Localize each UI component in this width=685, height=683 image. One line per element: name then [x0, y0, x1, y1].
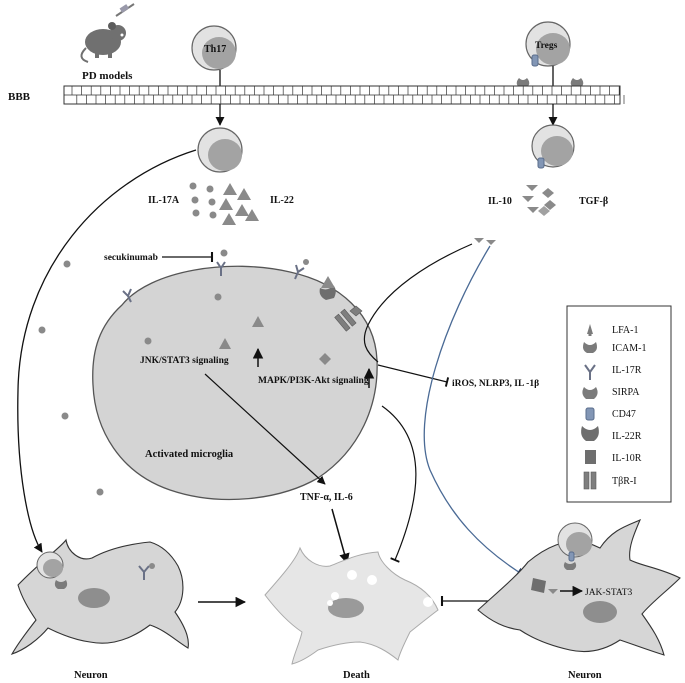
- il22-label: IL-22: [270, 195, 294, 206]
- microglia-molecules: [144, 293, 331, 365]
- il17a-label: IL-17A: [148, 195, 180, 206]
- il17r-neuron-icon: [138, 565, 150, 580]
- tbr1-receptor-icon: [334, 305, 363, 332]
- il17a-molecules: [189, 182, 217, 219]
- legend-label-lfa1: LFA-1: [612, 325, 638, 336]
- tgfb-molecules: [538, 188, 556, 216]
- tregs-cell: [525, 21, 571, 67]
- legend-icon-il10r-icon: [585, 450, 596, 464]
- tgfb-microglia-curve: [363, 243, 473, 363]
- th17-cell-brain: [197, 127, 243, 173]
- free-il17a-dots: [38, 260, 104, 496]
- activated-microglia-cell: [92, 265, 378, 501]
- tregs-on-neuron-right: [557, 522, 593, 570]
- th17-cell: [191, 25, 237, 71]
- il10-neuron-blue-curve: [423, 245, 526, 577]
- il10r-neuron-icon: [531, 578, 546, 593]
- blood-brain-barrier: [63, 85, 625, 105]
- legend-icon-cd47-icon: [585, 407, 595, 421]
- jak-stat3-label: JAK-STAT3: [585, 588, 633, 598]
- legend-label-tbr1: TβR-I: [612, 476, 637, 487]
- activated-microglia-label: Activated microglia: [145, 449, 234, 460]
- legend-icon-icam1-icon: [583, 342, 597, 353]
- legend-icon-sirpa-icon: [582, 387, 598, 399]
- tnf-il6-label: TNF-α, IL-6: [300, 492, 353, 503]
- legend-icon-il22r-icon: [581, 426, 599, 441]
- neuron-right-label: Neuron: [568, 670, 602, 681]
- neuron-left-nucleus: [78, 588, 110, 608]
- neuron-right-nucleus: [583, 601, 617, 623]
- ros-nlrp3-label: iROS, NLRP3, IL -1β: [452, 379, 539, 389]
- il22r-receptor-icon: [319, 276, 336, 300]
- legend-label-il22r: IL-22R: [612, 431, 642, 442]
- legend-box: LFA-1 ICAM-1 IL-17R SIRPA CD47 IL-22R IL…: [566, 305, 672, 503]
- il17a-neuron-dot: [149, 563, 155, 569]
- neuron-left-label: Neuron: [74, 670, 108, 681]
- mapk-pi3k-label: MAPK/PI3K-Akt signaling: [258, 376, 369, 386]
- ros-inhibition-line: [377, 364, 450, 387]
- legend-label-cd47: CD47: [612, 409, 636, 420]
- mapk-death-inhibition: [381, 405, 417, 563]
- jnk-to-tnf-arrow: [204, 373, 326, 485]
- il17r-receptor-icon: [122, 261, 305, 303]
- secukinumab-label: secukinumab: [104, 253, 158, 263]
- legend-label-sirpa: SIRPA: [612, 387, 640, 398]
- jnk-stat3-label: JNK/STAT3 signaling: [140, 356, 229, 366]
- tregs-label: Tregs: [535, 41, 558, 51]
- death-vacuoles: [327, 570, 433, 607]
- th17-to-neuron-arrow: [17, 149, 197, 553]
- legend-label-il17r: IL-17R: [612, 365, 642, 376]
- death-nucleus: [328, 598, 364, 618]
- il10-molecules-free: [474, 238, 496, 245]
- th17-label: Th17: [204, 44, 226, 55]
- legend-label-icam1: ICAM-1: [612, 343, 646, 354]
- il22-molecules: [219, 183, 259, 225]
- pd-models-label: PD models: [82, 70, 133, 82]
- th17-on-neuron-left: [36, 551, 68, 589]
- tregs-cell-brain: [531, 124, 575, 169]
- il17a-bound-dot-2: [303, 259, 309, 265]
- il10-neuron-molecule: [548, 589, 558, 594]
- legend-icon-il17r-icon: [584, 364, 596, 380]
- legend-label-il10r: IL-10R: [612, 453, 642, 464]
- pd-model-mouse-icon: [80, 3, 135, 63]
- legend-icon-tbr1-icon: [583, 471, 597, 490]
- il10-molecules: [522, 185, 539, 213]
- legend-icon-lfa1-icon: [587, 324, 593, 336]
- death-label: Death: [343, 670, 370, 681]
- il10-label: IL-10: [488, 196, 512, 207]
- tnf-to-death-arrow: [331, 508, 350, 565]
- tgfb-label: TGF-β: [579, 196, 608, 207]
- bbb-label: BBB: [8, 91, 31, 103]
- il17a-bound-dot: [220, 249, 228, 257]
